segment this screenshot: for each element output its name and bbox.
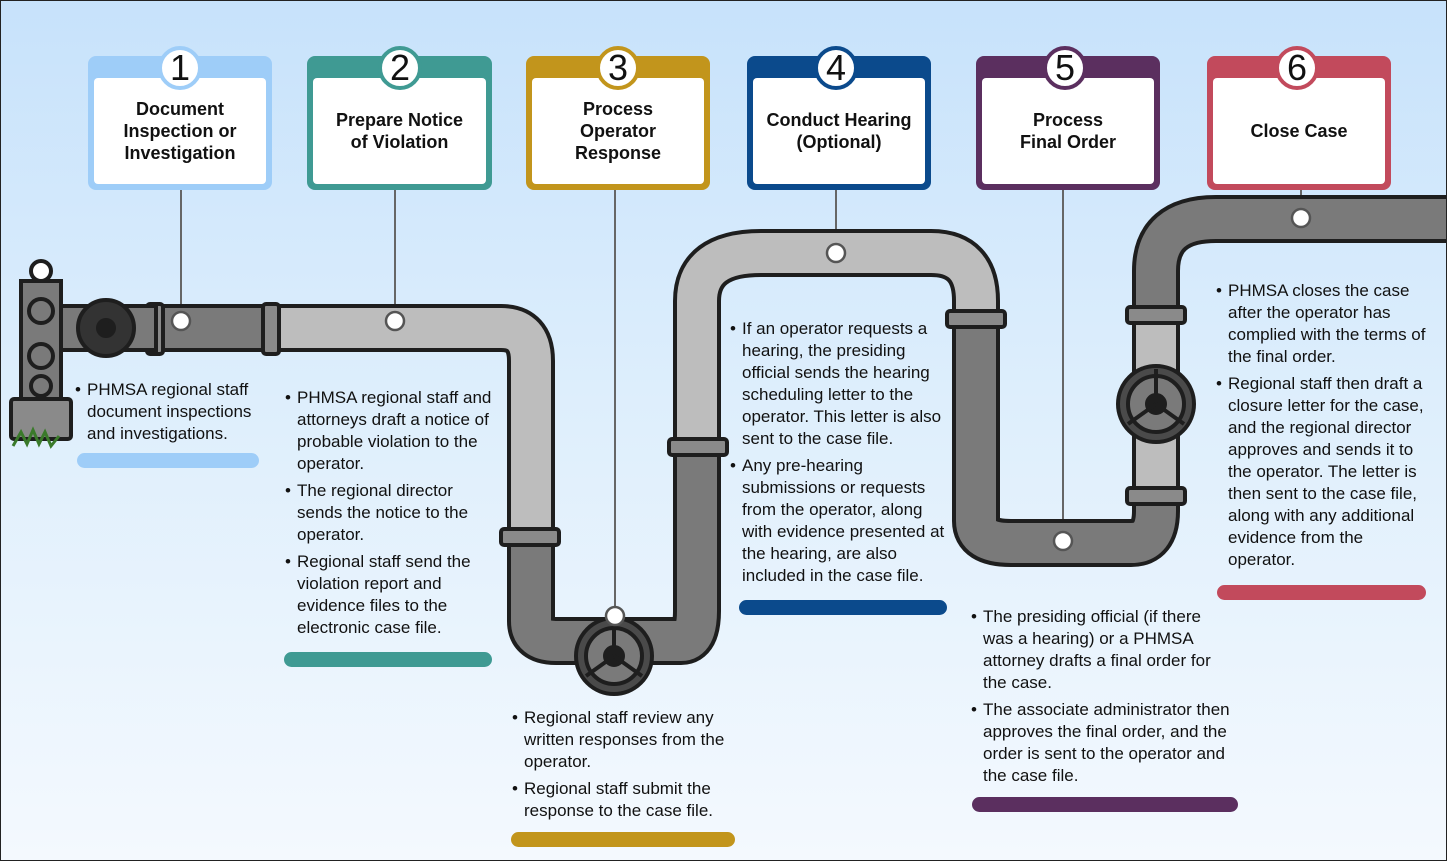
step-5-number: 5: [1043, 46, 1087, 90]
step-5-bullet: The associate administrator then approve…: [971, 699, 1231, 787]
step-4-bar: [739, 600, 947, 615]
wellhead-icon: [9, 259, 158, 449]
step-5-description: The presiding official (if there was a h…: [971, 606, 1231, 792]
step-6-bullet: PHMSA closes the case after the operator…: [1216, 280, 1434, 368]
valve-icon: [574, 616, 654, 696]
step-6-number: 6: [1275, 46, 1319, 90]
step-6-bar: [1217, 585, 1426, 600]
step-2-bullet: PHMSA regional staff and attorneys draft…: [285, 387, 495, 475]
step-4-number: 4: [814, 46, 858, 90]
step-3-bullet: Regional staff review any written respon…: [512, 707, 737, 773]
step-1-box: Document Inspection or Investigation: [88, 56, 272, 190]
step-4-description: If an operator requests a hearing, the p…: [730, 318, 950, 592]
step-2-box: Prepare Notice of Violation: [307, 56, 492, 190]
step-1-description: PHMSA regional staff document inspection…: [75, 379, 275, 450]
step-3-number: 3: [596, 46, 640, 90]
step-6-description: PHMSA closes the case after the operator…: [1216, 280, 1434, 576]
step-3-bullet: Regional staff submit the response to th…: [512, 778, 737, 822]
step-5-title: Process Final Order: [982, 78, 1154, 184]
step-2-bullet: Regional staff send the violation report…: [285, 551, 495, 639]
pipe-nodes: [170, 207, 1312, 627]
step-2-title: Prepare Notice of Violation: [313, 78, 486, 184]
step-2-number: 2: [378, 46, 422, 90]
step-6-title: Close Case: [1213, 78, 1385, 184]
step-3-bar: [511, 832, 735, 847]
step-2-bullet: The regional director sends the notice t…: [285, 480, 495, 546]
step-2-bar: [284, 652, 492, 667]
step-1-bullet: PHMSA regional staff document inspection…: [75, 379, 275, 445]
step-4-title: Conduct Hearing (Optional): [753, 78, 925, 184]
step-1-number: 1: [158, 46, 202, 90]
step-5-bar: [972, 797, 1238, 812]
step-6-bullet: Regional staff then draft a closure lett…: [1216, 373, 1434, 571]
step-1-title: Document Inspection or Investigation: [94, 78, 266, 184]
step-3-title: Process Operator Response: [532, 78, 704, 184]
step-2-description: PHMSA regional staff and attorneys draft…: [285, 387, 495, 644]
step-4-bullet: Any pre-hearing submissions or requests …: [730, 455, 950, 587]
valve-icon: [1116, 364, 1196, 444]
step-4-bullet: If an operator requests a hearing, the p…: [730, 318, 950, 450]
step-1-bar: [77, 453, 259, 468]
pipe-flanges: [145, 302, 1187, 547]
step-3-description: Regional staff review any written respon…: [512, 707, 737, 827]
step-5-bullet: The presiding official (if there was a h…: [971, 606, 1231, 694]
step-4-box: Conduct Hearing (Optional): [747, 56, 931, 190]
